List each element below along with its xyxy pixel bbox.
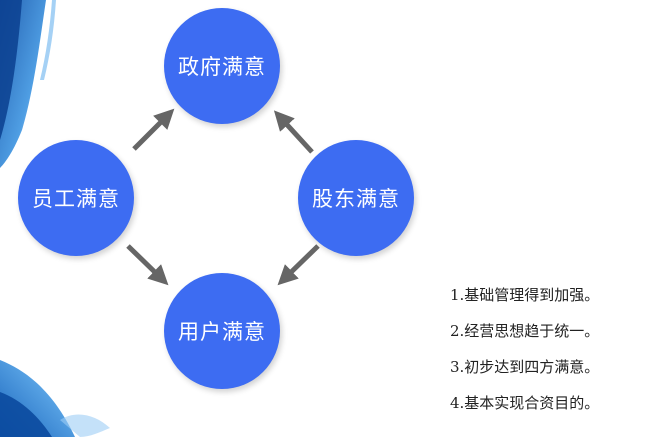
arrow-shareholder-to-user xyxy=(277,244,320,286)
node-user-satisfaction: 用户满意 xyxy=(164,273,280,389)
goal-item-2: 2.经营思想趋于统一。 xyxy=(450,322,600,340)
node-staff-satisfaction: 员工满意 xyxy=(18,140,134,256)
goal-item-3: 3.初步达到四方满意。 xyxy=(450,358,600,376)
node-user-label: 用户满意 xyxy=(178,320,266,344)
goal-item-1: 1.基础管理得到加强。 xyxy=(450,286,600,304)
node-shareholder-label: 股东满意 xyxy=(312,187,400,211)
node-government-label: 政府满意 xyxy=(178,55,266,79)
node-shareholder-satisfaction: 股东满意 xyxy=(298,140,414,256)
goals-list: 1.基础管理得到加强。 2.经营思想趋于统一。 3.初步达到四方满意。 4.基本… xyxy=(450,284,650,428)
arrow-staff-to-government xyxy=(132,108,175,151)
arrow-shareholder-to-government xyxy=(273,110,314,154)
node-staff-label: 员工满意 xyxy=(32,187,120,211)
node-government-satisfaction: 政府满意 xyxy=(164,8,280,124)
goal-item-4: 4.基本实现合资目的。 xyxy=(450,394,600,412)
arrow-staff-to-user xyxy=(126,244,169,286)
